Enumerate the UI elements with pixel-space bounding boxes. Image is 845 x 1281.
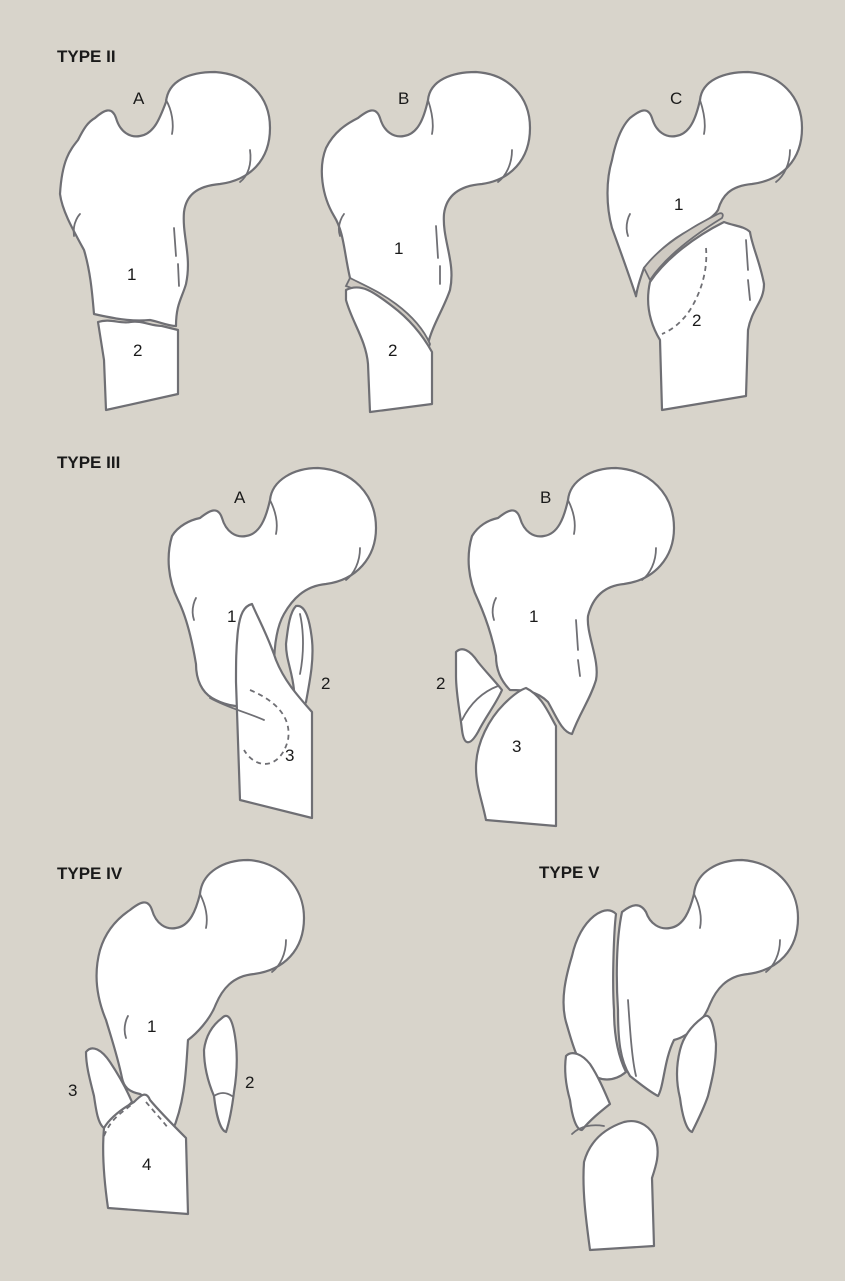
type3a-label-3: 3: [285, 746, 294, 765]
type3b-label-1: 1: [529, 607, 538, 626]
type2a-label-2: 2: [133, 341, 142, 360]
type2b-letter: B: [398, 89, 409, 108]
type5-heading: TYPE V: [539, 863, 600, 882]
type3-heading: TYPE III: [57, 453, 120, 472]
type3b-letter: B: [540, 488, 551, 507]
type3b-label-2: 2: [436, 674, 445, 693]
type4-label-2: 2: [245, 1073, 254, 1092]
type2c-label-1: 1: [674, 195, 683, 214]
type3a-letter: A: [234, 488, 246, 507]
type4-label-1: 1: [147, 1017, 156, 1036]
type2c-letter: C: [670, 89, 682, 108]
type3a-label-1: 1: [227, 607, 236, 626]
type2c-label-2: 2: [692, 311, 701, 330]
type4-heading: TYPE IV: [57, 864, 123, 883]
type2-heading: TYPE II: [57, 47, 116, 66]
type4-label-4: 4: [142, 1155, 151, 1174]
type2b-label-1: 1: [394, 239, 403, 258]
type3b-label-3: 3: [512, 737, 521, 756]
type2a-letter: A: [133, 89, 145, 108]
type3a-label-2: 2: [321, 674, 330, 693]
type2a-fragment-2: [98, 321, 178, 410]
type2a-label-1: 1: [127, 265, 136, 284]
type4-label-3: 3: [68, 1081, 77, 1100]
type5-distal-shaft: [583, 1121, 657, 1250]
type2b-label-2: 2: [388, 341, 397, 360]
